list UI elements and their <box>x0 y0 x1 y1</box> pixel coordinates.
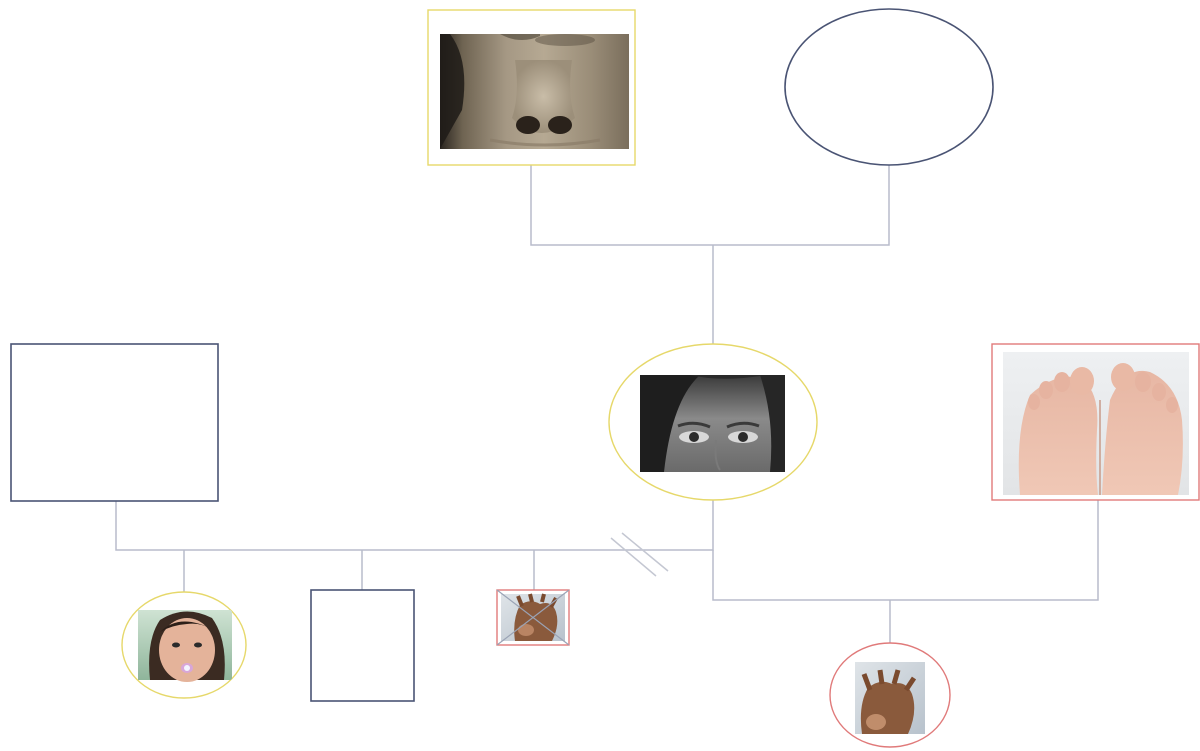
connector-lines <box>115 165 1099 643</box>
deceased-cross-mark <box>496 589 570 646</box>
girl-face-photo <box>138 610 232 682</box>
second-couple-line <box>712 500 1099 601</box>
child-4-node[interactable] <box>829 642 951 748</box>
first-partner-node[interactable] <box>10 343 219 502</box>
second-partner-node[interactable] <box>991 343 1200 501</box>
first-partner-square <box>10 343 219 502</box>
first-couple-line <box>115 500 714 551</box>
separation-marker <box>610 532 669 577</box>
grandmother-circle <box>784 8 994 166</box>
feet-photo <box>1003 352 1189 495</box>
child-2-node[interactable] <box>310 589 415 702</box>
nose-closeup-photo <box>440 34 629 149</box>
child-3-node[interactable] <box>496 589 570 646</box>
child-2-square <box>310 589 415 702</box>
grandmother-node[interactable] <box>784 8 994 166</box>
grandparents-couple-line <box>530 165 890 246</box>
mother-node[interactable] <box>608 343 818 501</box>
child-1-node[interactable] <box>121 591 247 699</box>
grandfather-node[interactable] <box>427 9 636 166</box>
hand-photo <box>855 662 925 734</box>
eyes-closeup-photo <box>640 375 785 472</box>
